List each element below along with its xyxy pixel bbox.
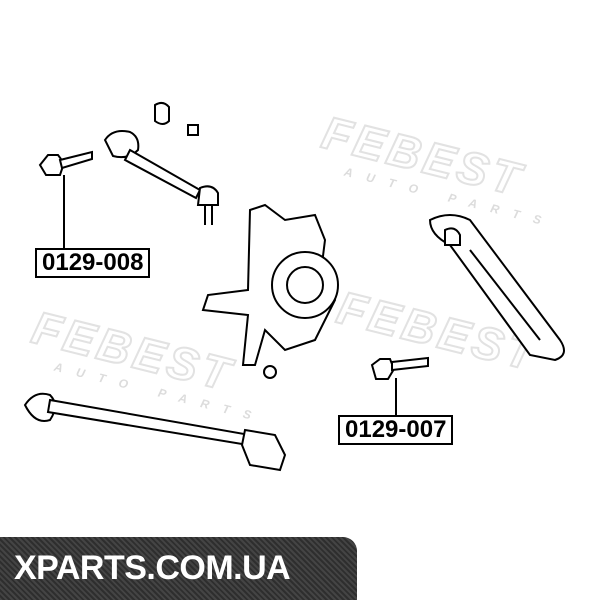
site-banner: XPARTS.COM.UA	[0, 537, 357, 600]
knuckle-hub	[201, 203, 339, 379]
lower-lateral-link	[23, 392, 287, 472]
trailing-arm	[428, 214, 565, 362]
part-number-callout[interactable]: 0129-007	[338, 415, 454, 445]
bolt-0129-007	[370, 356, 429, 415]
site-banner-text: XPARTS.COM.UA	[14, 549, 291, 587]
bolt-0129-008	[38, 150, 93, 248]
part-number-callout[interactable]: 0129-008	[35, 248, 151, 278]
upper-link-arm	[103, 101, 219, 225]
